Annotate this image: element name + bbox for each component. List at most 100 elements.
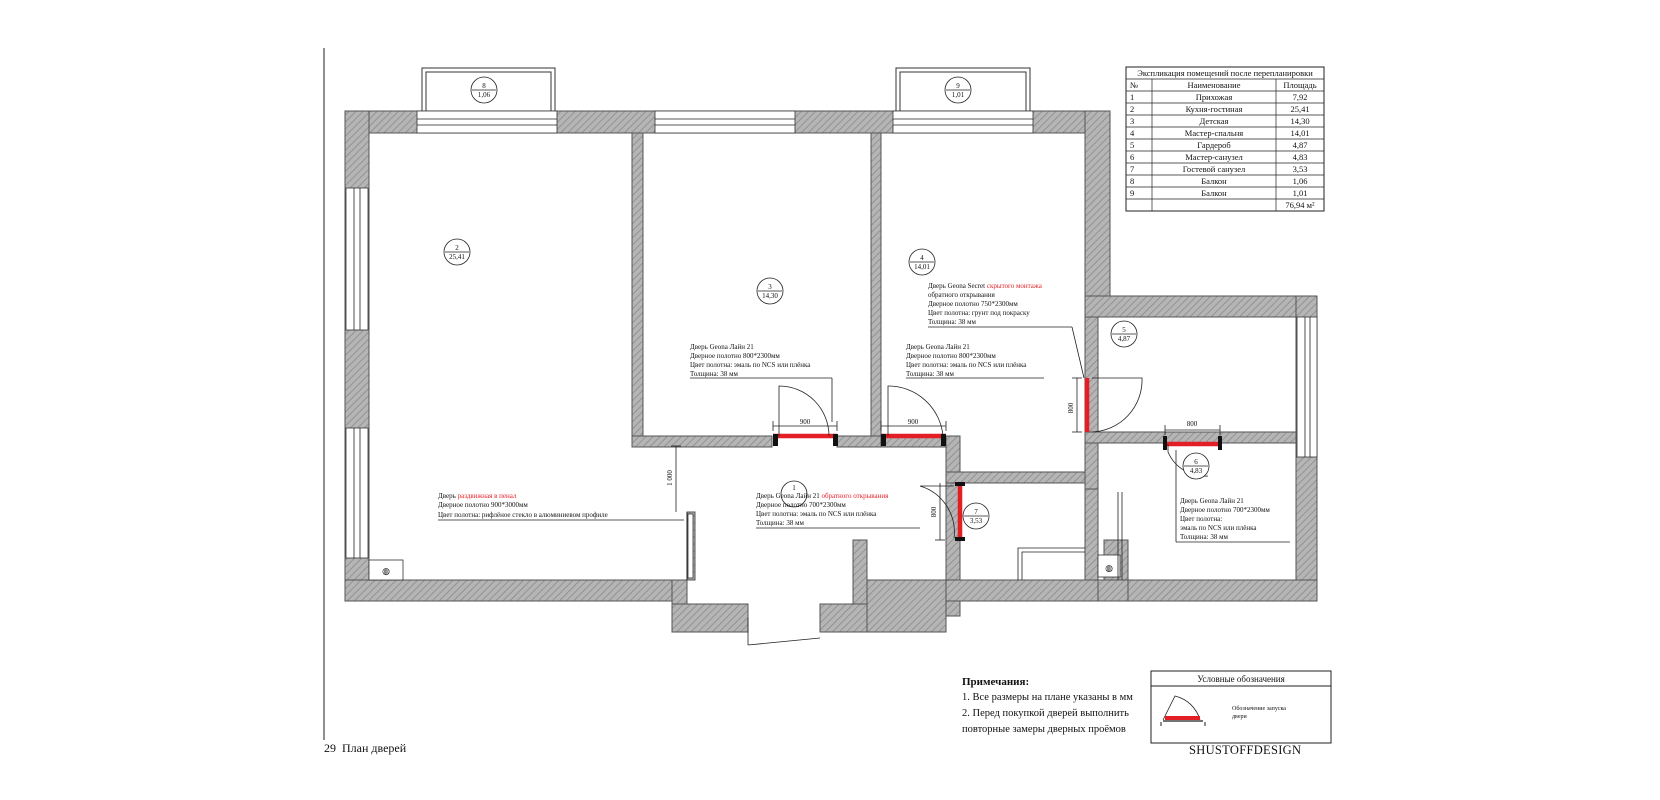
ann-line: Дверное полотно 800*2300мм [690,352,780,360]
table-cell-no: 3 [1130,116,1134,126]
svg-text:Дверь Geona Лайн 21 обратного: Дверь Geona Лайн 21 обратного открывания [756,492,889,500]
room-area: 14,30 [762,292,778,300]
table-cell-no: 8 [1130,176,1134,186]
table-cell-area: 25,41 [1290,104,1309,114]
table-title: Экспликация помещений после перепланиров… [1137,68,1313,78]
room-tag-9: 9 1,01 [944,76,972,104]
ann-line: Дверь Geona Secret [928,282,987,290]
room-tag-5: 5 4,87 [1110,320,1138,348]
dim-1000: 1 000 [666,470,674,486]
table-cell-area: 14,01 [1290,128,1309,138]
table-cell-name: Кухня-гостиная [1186,104,1243,114]
table-cell-name: Мастер-спальня [1185,128,1244,138]
dimension-lines [671,377,1221,541]
annotation-bedroom-door: Дверь Geona Лайн 21 Дверное полотно 800*… [906,343,1044,379]
ann-accent: обратного открывания [928,291,996,299]
ann-line: Цвет полотна: рифлёное стекло в алюминие… [438,511,608,519]
room-tag-3: 3 14,30 [756,277,784,305]
entrance-door [747,618,821,646]
table-cell-no: 6 [1130,152,1134,162]
door-guest-bath [919,482,965,541]
annotation-kitchen-door: Дверь раздвижная в пенал Дверное полотно… [438,492,684,521]
door-bedroom [881,385,946,446]
ann-accent: раздвижная в пенал [458,492,517,500]
room-number: 8 [482,82,486,90]
table-cell-name: Прихожая [1196,92,1233,102]
svg-text:Дверь раздвижная в пенал: Дверь раздвижная в пенал [438,492,517,500]
ann-line: Толщина: 38 мм [756,519,805,527]
table-cell-area: 1,01 [1293,188,1308,198]
svg-text:◍: ◍ [1105,563,1113,573]
dim-900-bedroom: 900 [908,418,919,426]
table-cell-area: 4,83 [1293,152,1308,162]
table-cell-no: 2 [1130,104,1134,114]
table-header: № [1130,80,1138,90]
table-cell-name: Гостевой санузел [1183,164,1246,174]
room-number: 6 [1194,458,1198,466]
table-header: Наименование [1188,80,1241,90]
table-cell-name: Мастер-санузел [1185,152,1243,162]
note-item: 1. Все размеры на плане указаны в мм [962,692,1133,703]
room-tag-6: 6 4,83 [1182,452,1210,480]
legend-text: Обозначение запуска [1232,705,1286,712]
dim-800-secret: 800 [1067,402,1075,413]
room-area: 3,53 [970,517,983,525]
room-number: 5 [1122,326,1126,334]
table-cell-name: Балкон [1201,176,1227,186]
room-tag-4: 4 14,01 [908,248,936,276]
door-secret [1084,377,1143,433]
table-cell-name: Балкон [1201,188,1227,198]
ann-line: эмаль по NCS или плёнка [1180,524,1257,532]
dim-800-bath: 800 [1187,420,1198,428]
room-tag-8: 8 1,06 [470,76,498,104]
legend-text: двери [1232,714,1248,720]
room-number: 3 [768,283,772,291]
dim-800-guest: 800 [930,506,938,517]
ann-line: Дверь Geona Лайн 21 [906,343,970,351]
table-cell-area: 1,06 [1293,176,1308,186]
table-cell-area: 3,53 [1293,164,1308,174]
dim-900-kids: 900 [800,418,811,426]
ann-line: Дверь Geona Лайн 21 [690,343,754,351]
room-area: 4,83 [1190,467,1203,475]
ann-line: Цвет полотна: грунт под покраску [928,309,1030,317]
ann-line: Дверь Geona Лайн 21 [756,492,821,500]
room-tag-2: 2 25,41 [443,238,471,266]
legend: Условные обозначения Обозначение запуска… [1150,670,1332,744]
annotation-kids-door: Дверь Geona Лайн 21 Дверное полотно 800*… [690,343,833,422]
ann-line: Дверь [438,492,458,500]
ann-accent: обратного открывания [821,492,889,500]
table-cell-name: Детская [1200,116,1229,126]
room-tag-1: 1 [780,480,808,508]
room-area: 1,06 [478,91,491,99]
table-header: Площадь [1283,80,1316,90]
ann-line: Толщина: 38 мм [690,370,739,378]
table-total: 76,94 м² [1285,200,1315,210]
table-cell-no: 7 [1130,164,1134,174]
legend-title: Условные обозначения [1197,674,1285,684]
ann-line: Дверное полотно 700*2300мм [1180,506,1270,514]
room-number: 4 [920,254,924,262]
ann-line: Толщина: 38 мм [928,318,977,326]
balconies [421,67,1031,111]
annotation-bath-door: Дверь Geona Лайн 21 Дверное полотно 700*… [1175,450,1290,543]
sheet-number: 29 [324,741,336,755]
table-cell-no: 5 [1130,140,1134,150]
table-cell-name: Гардероб [1197,140,1231,150]
windows [345,110,1318,559]
explication-table: Экспликация помещений после перепланиров… [1125,66,1325,212]
table-cell-area: 4,87 [1293,140,1308,150]
room-area: 1,01 [952,91,965,99]
ann-line: Цвет полотна: эмаль по NCS или плёнка [756,510,877,518]
room-number: 2 [455,244,459,252]
fixtures: ◍ ◍ [368,492,1123,581]
ann-line: Дверное полотно 700*2300мм [756,501,846,509]
ann-line: Цвет полотна: эмаль по NCS или плёнка [690,361,811,369]
notes: Примечания: 1. Все размеры на плане указ… [962,676,1133,735]
annotation-hall-door: Дверь Geona Лайн 21 обратного открывания… [756,492,920,529]
brand: SHUSTOFFDESIGN [1189,743,1301,757]
room-area: 4,87 [1118,335,1131,343]
table-cell-no: 9 [1130,188,1134,198]
room-number: 7 [974,508,978,516]
